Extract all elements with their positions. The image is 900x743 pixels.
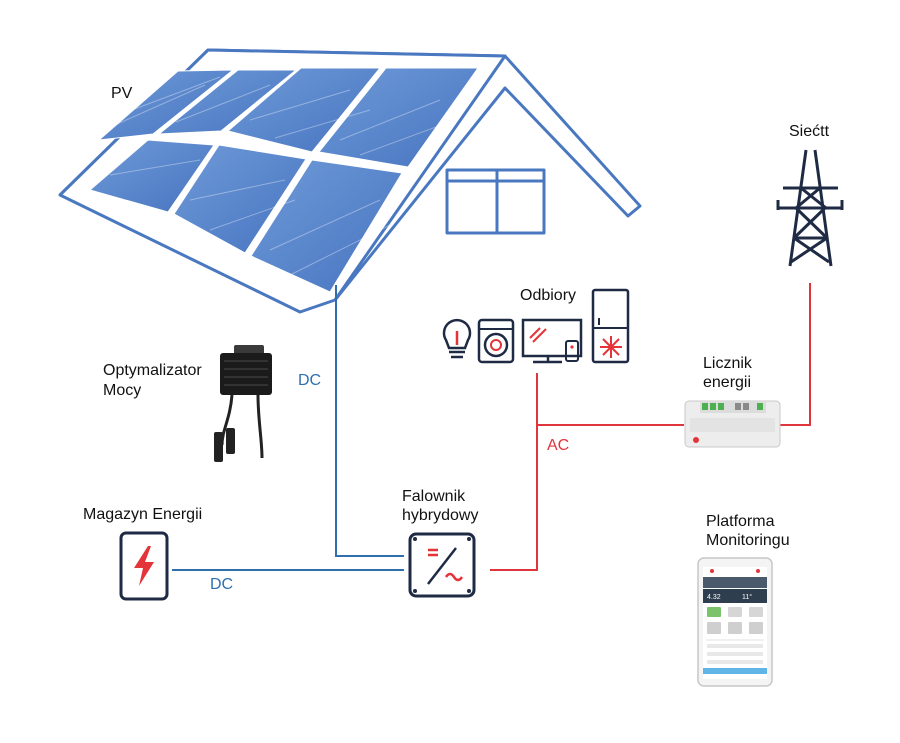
battery-icon <box>119 531 169 601</box>
optimizer-icon <box>214 345 272 462</box>
power-tower-icon <box>776 149 844 267</box>
dc-wiring <box>172 285 404 571</box>
phone-app-icon: 4.32 11° <box>697 557 773 687</box>
optimizer-label-line2: Mocy <box>103 382 142 399</box>
storage-label: Magazyn Energii <box>83 506 203 523</box>
ac-wiring <box>490 283 811 571</box>
loads-label: Odbiory <box>520 287 577 304</box>
svg-text:11°: 11° <box>742 593 752 601</box>
light-bulb-icon <box>442 318 472 359</box>
tv-icon <box>521 318 583 364</box>
grid-label: Siećtt <box>789 123 830 140</box>
dc-label-bottom: DC <box>210 576 234 593</box>
ac-label: AC <box>547 437 570 454</box>
optimizer-label-line1: Optymalizator <box>103 362 202 379</box>
platform-label-line2: Monitoringu <box>706 532 790 549</box>
dc-label-top: DC <box>298 372 322 389</box>
meter-label-line1: Licznik <box>703 355 752 372</box>
meter-label-line2: energii <box>703 374 752 391</box>
washing-machine-icon <box>477 318 515 364</box>
inverter-icon <box>408 532 476 598</box>
svg-text:4.32: 4.32 <box>707 594 721 601</box>
fridge-icon <box>591 288 630 364</box>
pv-label: PV <box>111 85 133 102</box>
solar-panel-icon <box>58 48 507 314</box>
inverter-label-line2: hybrydowy <box>402 507 479 524</box>
inverter-label-line1: Falownik <box>402 488 466 505</box>
platform-label-line1: Platforma <box>706 513 775 530</box>
energy-meter-icon <box>684 400 781 448</box>
